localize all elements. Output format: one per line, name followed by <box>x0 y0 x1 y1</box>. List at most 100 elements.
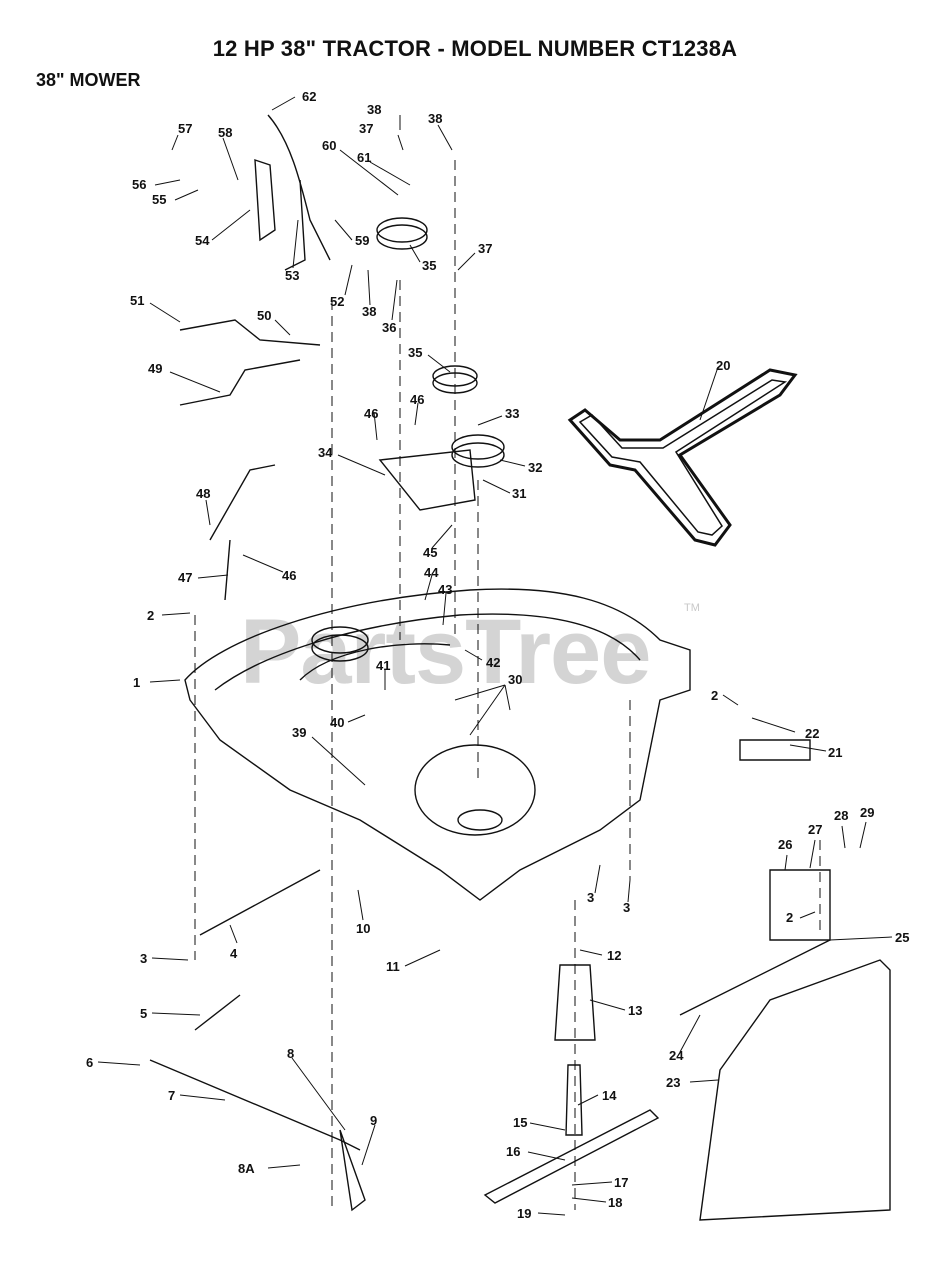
arm-7 <box>149 1059 361 1151</box>
callout-13: 13 <box>628 1003 642 1018</box>
idler-bracket-34 <box>378 449 476 511</box>
deck-rim <box>299 643 451 681</box>
callout-22: 22 <box>805 726 819 741</box>
callout-37-a: 37 <box>359 121 373 136</box>
callout-6: 6 <box>86 1055 93 1070</box>
callout-25: 25 <box>895 930 909 945</box>
callout-19: 19 <box>517 1206 531 1221</box>
chute-bracket-26 <box>769 869 831 941</box>
callout-59: 59 <box>355 233 369 248</box>
callout-49: 49 <box>148 361 162 376</box>
callout-16: 16 <box>506 1144 520 1159</box>
link-47-48 <box>209 464 276 601</box>
callout-43: 43 <box>438 582 452 597</box>
callout-1: 1 <box>133 675 140 690</box>
callout-8: 8 <box>287 1046 294 1061</box>
callout-10: 10 <box>356 921 370 936</box>
callout-3-a: 3 <box>587 890 594 905</box>
belt-20-inner <box>578 379 788 536</box>
callout-2-a: 2 <box>147 608 154 623</box>
mower-deck <box>184 588 691 901</box>
callout-46-c: 46 <box>282 568 296 583</box>
callout-56: 56 <box>132 177 146 192</box>
callout-31: 31 <box>512 486 526 501</box>
deck-top-edge <box>214 613 641 691</box>
callout-38-c: 38 <box>428 111 442 126</box>
callout-46-a: 46 <box>364 406 378 421</box>
spindle-shaft-14 <box>565 1064 583 1136</box>
callout-3-c: 3 <box>140 951 147 966</box>
callout-33: 33 <box>505 406 519 421</box>
callout-29: 29 <box>860 805 874 820</box>
callout-52: 52 <box>330 294 344 309</box>
lift-handle-62 <box>267 114 331 261</box>
callout-40: 40 <box>330 715 344 730</box>
watermark-tm: TM <box>684 602 700 614</box>
callout-57: 57 <box>178 121 192 136</box>
callout-27: 27 <box>808 822 822 837</box>
callout-61: 61 <box>357 150 371 165</box>
callout-30: 30 <box>508 672 522 687</box>
section-subtitle: 38" MOWER <box>36 70 141 90</box>
callout-54: 54 <box>195 233 210 248</box>
page-title: 12 HP 38" TRACTOR - MODEL NUMBER CT1238A <box>212 36 738 61</box>
pulley-32-face <box>451 434 505 460</box>
arm-5 <box>194 994 241 1031</box>
callout-9: 9 <box>370 1113 377 1128</box>
callout-5: 5 <box>140 1006 147 1021</box>
callout-38-b: 38 <box>367 102 381 117</box>
callout-47: 47 <box>178 570 192 585</box>
callout-11: 11 <box>386 959 400 974</box>
blade-16 <box>483 1109 660 1204</box>
callout-12: 12 <box>607 948 621 963</box>
callout-42: 42 <box>486 655 500 670</box>
pulley-35-top <box>376 224 428 250</box>
callout-53: 53 <box>285 268 299 283</box>
bracket-9 <box>339 1129 366 1212</box>
callout-2-b: 2 <box>711 688 718 703</box>
pulley-35-top-face <box>376 217 428 243</box>
spindle-opening <box>457 809 503 831</box>
lever-51 <box>179 319 321 346</box>
callout-20: 20 <box>716 358 730 373</box>
deck-pulley <box>311 634 369 662</box>
callout-46-b: 46 <box>410 392 424 407</box>
deck-pulley-face <box>311 626 369 654</box>
callout-3-b: 3 <box>623 900 630 915</box>
pulley-32 <box>451 442 505 468</box>
callout-17: 17 <box>614 1175 628 1190</box>
callout-32: 32 <box>528 460 542 475</box>
chute-rod-24 <box>679 939 831 1016</box>
callout-44: 44 <box>424 565 439 580</box>
callout-35-b: 35 <box>408 345 422 360</box>
leader-lines <box>97 96 893 1216</box>
callout-26: 26 <box>778 837 792 852</box>
callout-48: 48 <box>196 486 210 501</box>
blade-housing <box>414 744 536 836</box>
callout-4: 4 <box>230 946 238 961</box>
callout-39: 39 <box>292 725 306 740</box>
callout-21: 21 <box>828 745 842 760</box>
callout-7: 7 <box>168 1088 175 1103</box>
callout-23: 23 <box>666 1075 680 1090</box>
callout-51: 51 <box>130 293 144 308</box>
callout-62: 62 <box>302 89 316 104</box>
callout-15: 15 <box>513 1115 527 1130</box>
callout-37-b: 37 <box>478 241 492 256</box>
callout-45: 45 <box>423 545 437 560</box>
lift-arm-49 <box>179 359 301 406</box>
callout-28: 28 <box>834 808 848 823</box>
callout-41: 41 <box>376 658 390 673</box>
callout-58: 58 <box>218 125 232 140</box>
callout-2-c: 2 <box>786 910 793 925</box>
callout-24: 24 <box>669 1048 684 1063</box>
callout-8A: 8A <box>238 1161 255 1176</box>
callout-labels: 62 57 58 56 55 54 53 59 52 38 38 37 38 6… <box>86 89 909 1221</box>
callout-35-a: 35 <box>422 258 436 273</box>
spindle-housing-13 <box>554 964 596 1041</box>
callout-18: 18 <box>608 1195 622 1210</box>
belt-20 <box>567 368 798 547</box>
discharge-chute-23 <box>699 959 891 1221</box>
callout-34: 34 <box>318 445 333 460</box>
rod-4 <box>199 869 321 936</box>
